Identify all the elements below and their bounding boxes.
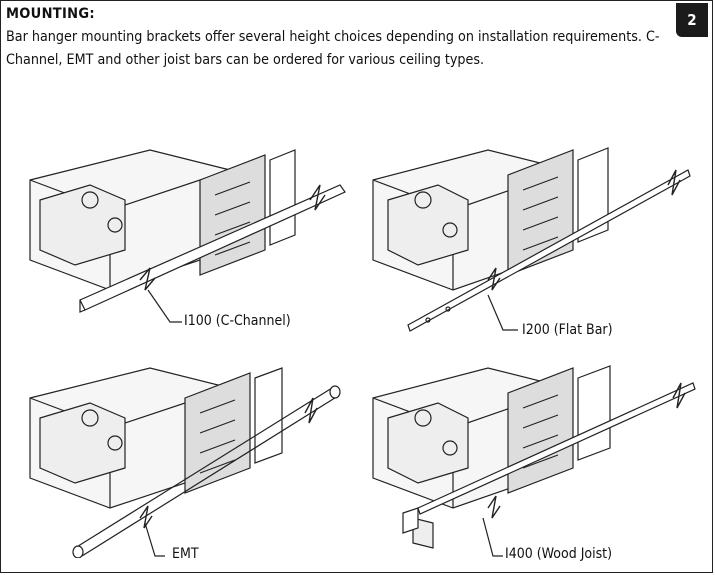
figure-flat-bar [368, 140, 698, 350]
figure-c-channel [20, 140, 350, 340]
figure-emt [20, 358, 350, 558]
c-channel-illustration [29, 149, 346, 323]
section-body: Bar hanger mounting brackets offer sever… [6, 29, 660, 68]
figure-label-emt: EMT [172, 546, 199, 562]
figure-label-c-channel: I100 (C-Channel) [184, 313, 291, 329]
figure-label-wood-joist: I400 (Wood Joist) [505, 546, 613, 562]
emt-illustration [29, 367, 341, 558]
section-title: MOUNTING: [6, 6, 95, 22]
figure-wood-joist [368, 358, 698, 558]
page-number-badge: 2 [676, 3, 708, 37]
wood-joist-illustration [372, 365, 696, 557]
figure-label-flat-bar: I200 (Flat Bar) [522, 322, 613, 338]
flat-bar-illustration [372, 147, 691, 332]
